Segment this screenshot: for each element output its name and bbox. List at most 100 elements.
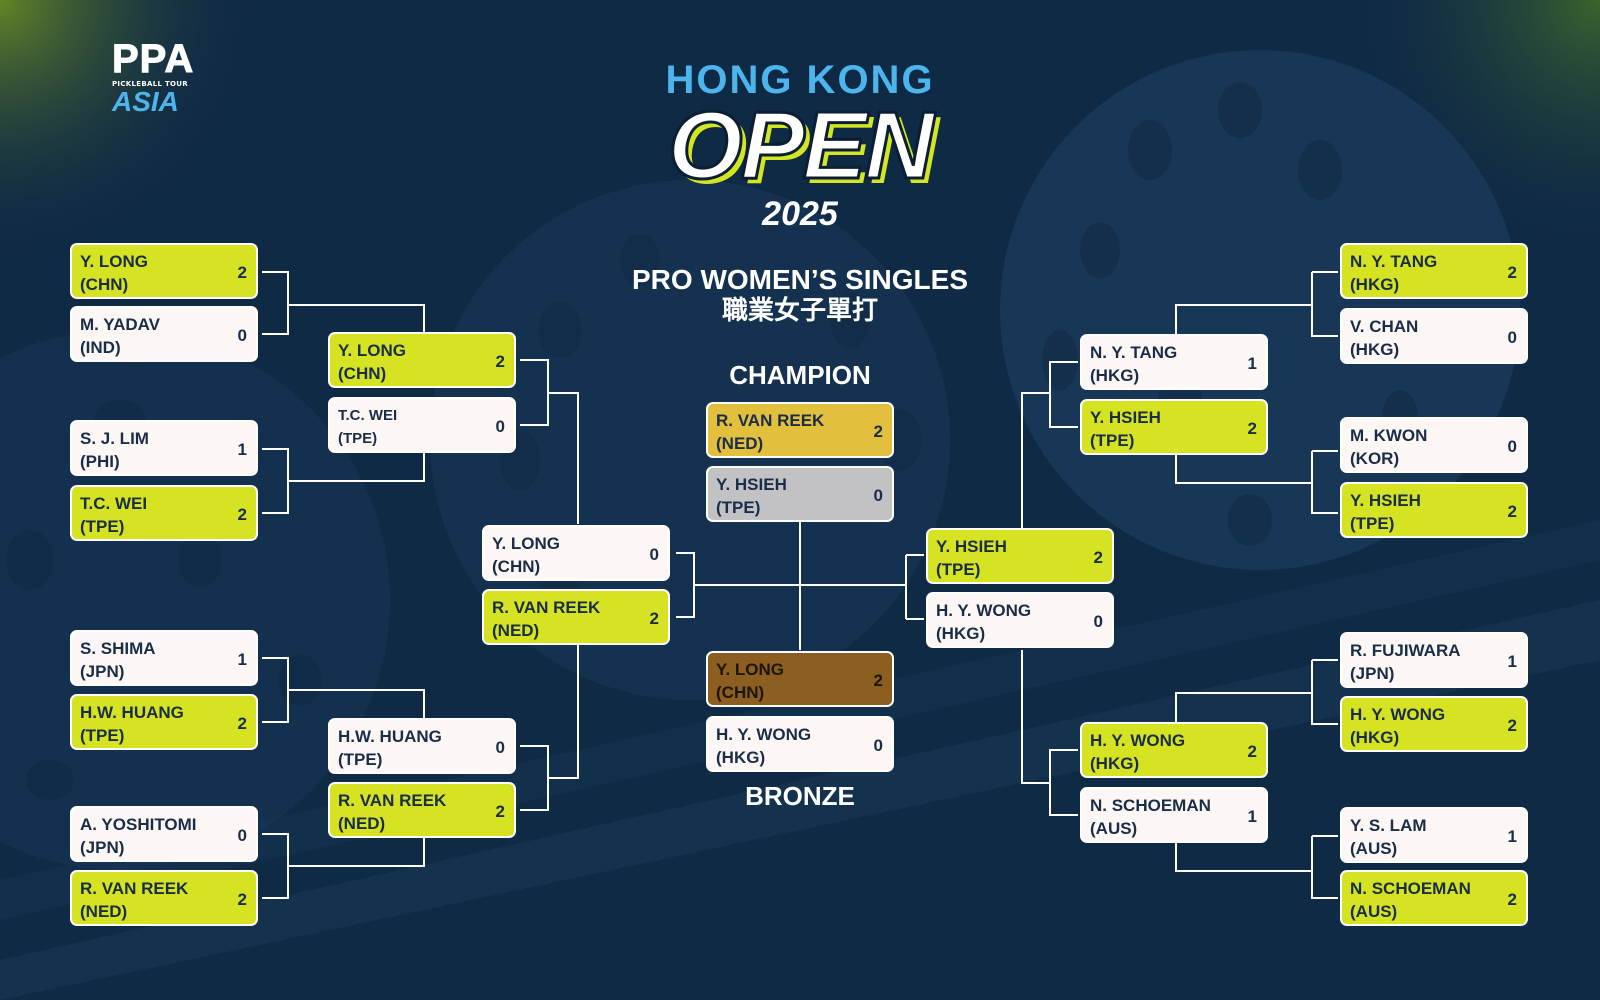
player-card[interactable]: Y. LONG (CHN) 2	[328, 332, 516, 388]
player-card[interactable]: M. KWON (KOR) 0	[1340, 417, 1528, 473]
player-country: (TPE)	[1350, 514, 1395, 533]
player-card[interactable]: H.W. HUANG (TPE) 2	[70, 694, 258, 750]
player-country: (HKG)	[716, 748, 766, 767]
division-title: PRO WOMEN’S SINGLES 職業女子單打	[580, 264, 1020, 326]
division-title-en: PRO WOMEN’S SINGLES	[631, 264, 969, 295]
player-card[interactable]: T.C. WEI (TPE) 0	[328, 397, 516, 453]
bronze-winner-card[interactable]: Y. LONG (CHN) 2	[706, 651, 894, 707]
champion-card[interactable]: R. VAN REEK (NED) 2	[706, 402, 894, 458]
player-card[interactable]: S. J. LIM (PHI) 1	[70, 420, 258, 476]
player-country: (HKG)	[1350, 728, 1400, 747]
player-card[interactable]: Y. LONG (CHN) 2	[70, 243, 258, 299]
division-title-zh: 職業女子單打	[721, 296, 878, 326]
player-name: H. Y. WONG	[1350, 705, 1446, 724]
player-card[interactable]: A. YOSHITOMI (JPN) 0	[70, 806, 258, 862]
player-card[interactable]: T.C. WEI (TPE) 2	[70, 485, 258, 541]
player-name: Y. LONG	[492, 534, 561, 553]
player-score: 2	[495, 352, 505, 371]
logo-brand: PPA	[112, 37, 195, 81]
player-name: Y. HSIEH	[936, 537, 1007, 556]
player-name: M. YADAV	[80, 315, 160, 334]
champion-label: CHAMPION	[729, 360, 871, 390]
player-card[interactable]: R. VAN REEK (NED) 2	[482, 589, 670, 645]
event-title: HONG KONG OPEN 2025	[600, 58, 1000, 234]
player-country: (PHI)	[80, 452, 120, 471]
player-name: Y. S. LAM	[1350, 816, 1427, 835]
player-country: (CHN)	[80, 275, 129, 294]
player-country: (NED)	[716, 434, 764, 453]
player-name: N. Y. TANG	[1090, 343, 1178, 362]
player-score: 2	[237, 714, 247, 733]
player-card[interactable]: N. Y. TANG (HKG) 1	[1080, 334, 1268, 390]
player-card[interactable]: H. Y. WONG (HKG) 2	[1340, 696, 1528, 752]
player-score: 1	[237, 650, 247, 669]
player-score: 2	[1247, 419, 1257, 438]
player-score: 2	[1507, 263, 1517, 282]
player-name: S. J. LIM	[80, 429, 149, 448]
player-country: (CHN)	[338, 364, 387, 383]
player-name: R. VAN REEK	[716, 411, 825, 430]
player-country: (KOR)	[1350, 449, 1400, 468]
player-country: (HKG)	[1350, 275, 1400, 294]
player-name: S. SHIMA	[80, 639, 156, 658]
player-name: H. Y. WONG	[936, 601, 1032, 620]
player-card[interactable]: R. VAN REEK (NED) 2	[70, 870, 258, 926]
player-score: 2	[495, 802, 505, 821]
player-card[interactable]: R. VAN REEK (NED) 2	[328, 782, 516, 838]
player-card[interactable]: N. SCHOEMAN (AUS) 2	[1340, 870, 1528, 926]
player-country: (CHN)	[492, 557, 541, 576]
player-country: (NED)	[338, 814, 386, 833]
player-country: (IND)	[80, 338, 121, 357]
player-score: 2	[1247, 742, 1257, 761]
player-country: (AUS)	[1350, 839, 1398, 858]
player-country: (AUS)	[1350, 902, 1398, 921]
player-country: (HKG)	[1350, 340, 1400, 359]
player-card[interactable]: N. Y. TANG (HKG) 2	[1340, 243, 1528, 299]
player-card[interactable]: H.W. HUANG (TPE) 0	[328, 718, 516, 774]
player-card[interactable]: R. FUJIWARA (JPN) 1	[1340, 632, 1528, 688]
player-card[interactable]: M. YADAV (IND) 0	[70, 306, 258, 362]
player-card[interactable]: V. CHAN (HKG) 0	[1340, 308, 1528, 364]
player-card[interactable]: H. Y. WONG (HKG) 0	[706, 716, 894, 772]
player-card[interactable]: Y. S. LAM (AUS) 1	[1340, 807, 1528, 863]
player-score: 0	[649, 545, 659, 564]
player-score: 0	[237, 826, 247, 845]
player-name: Y. HSIEH	[716, 475, 787, 494]
player-score: 0	[873, 736, 883, 755]
player-name: R. VAN REEK	[492, 598, 601, 617]
player-card[interactable]: Y. LONG (CHN) 0	[482, 525, 670, 581]
player-name: Y. HSIEH	[1090, 408, 1161, 427]
player-name: H.W. HUANG	[338, 727, 442, 746]
runner-up-card[interactable]: Y. HSIEH (TPE) 0	[706, 466, 894, 522]
bronze-label: BRONZE	[745, 781, 855, 811]
player-score: 1	[1507, 827, 1517, 846]
player-country: (NED)	[492, 621, 540, 640]
player-name: Y. HSIEH	[1350, 491, 1421, 510]
player-name: Y. LONG	[80, 252, 149, 271]
player-name: T.C. WEI	[338, 407, 398, 424]
player-card[interactable]: H. Y. WONG (HKG) 0	[926, 592, 1114, 648]
player-score: 2	[873, 671, 883, 690]
player-country: (TPE)	[80, 726, 125, 745]
player-score: 2	[873, 422, 883, 441]
player-country: (NED)	[80, 902, 128, 921]
player-name: V. CHAN	[1350, 317, 1419, 336]
player-country: (TPE)	[338, 430, 378, 447]
player-country: (AUS)	[1090, 819, 1138, 838]
player-score: 2	[1507, 716, 1517, 735]
player-card[interactable]: H. Y. WONG (HKG) 2	[1080, 722, 1268, 778]
player-card[interactable]: Y. HSIEH (TPE) 2	[926, 528, 1114, 584]
player-name: A. YOSHITOMI	[80, 815, 197, 834]
player-card[interactable]: S. SHIMA (JPN) 1	[70, 630, 258, 686]
player-score: 0	[873, 486, 883, 505]
player-card[interactable]: N. SCHOEMAN (AUS) 1	[1080, 787, 1268, 843]
player-country: (CHN)	[716, 683, 765, 702]
player-country: (TPE)	[716, 498, 761, 517]
player-country: (TPE)	[936, 560, 981, 579]
player-card[interactable]: Y. HSIEH (TPE) 2	[1080, 399, 1268, 455]
player-card[interactable]: Y. HSIEH (TPE) 2	[1340, 482, 1528, 538]
player-score: 0	[1507, 328, 1517, 347]
player-name: R. VAN REEK	[80, 879, 189, 898]
player-name: R. VAN REEK	[338, 791, 447, 810]
